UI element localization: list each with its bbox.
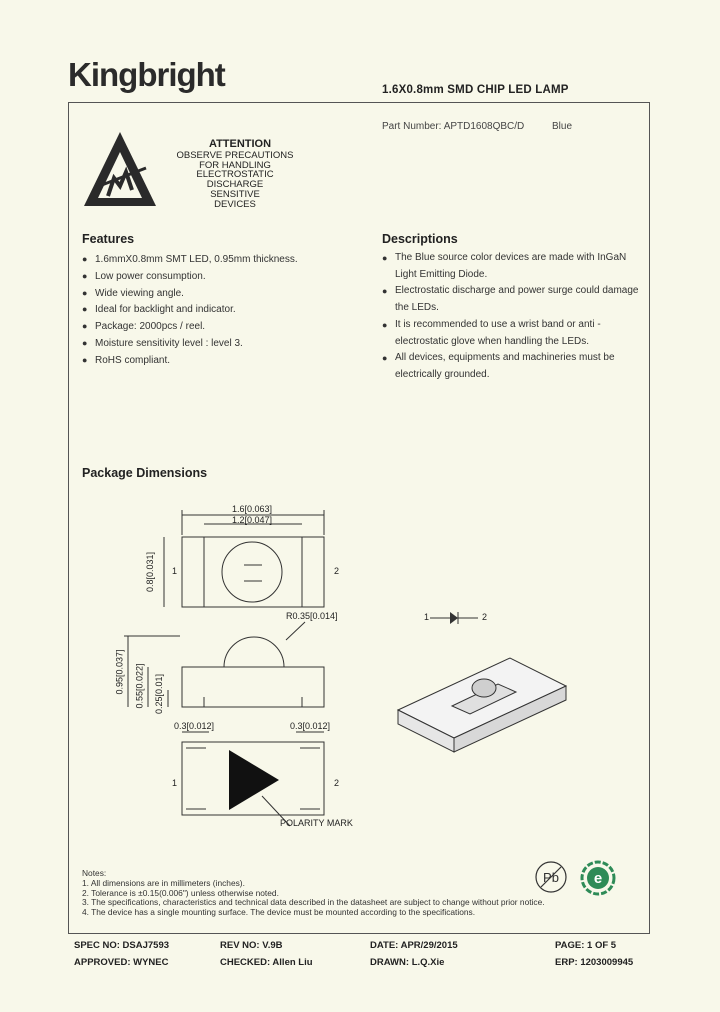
notes-block: Notes: 1. All dimensions are in millimet… — [82, 868, 545, 918]
dim-pad-height: 0.25[0.01] — [154, 673, 165, 715]
list-item: The Blue source color devices are made w… — [382, 250, 642, 283]
lens-outline — [221, 541, 283, 603]
brand-logo: Kingbright — [68, 56, 226, 93]
attention-line: SENSITIVE — [210, 188, 260, 200]
esd-warning-icon — [84, 132, 156, 206]
list-item: Ideal for backlight and indicator. — [82, 303, 352, 320]
note-line: 3. The specifications, characteristics a… — [82, 897, 545, 908]
erp-number: ERP: 1203009945 — [555, 957, 634, 968]
schematic-pin-2: 2 — [482, 612, 488, 622]
list-item: Package: 2000pcs / reel. — [82, 320, 352, 337]
dim-total-height: 0.95[0.037] — [114, 649, 125, 695]
attention-line: DEVICES — [214, 198, 256, 210]
dim-pad-left: 0.3[0.012] — [174, 721, 215, 731]
dim-pad-right: 0.3[0.012] — [290, 721, 331, 731]
top-view-body — [181, 536, 325, 608]
bottom-view-body — [181, 741, 325, 816]
list-item: Wide viewing angle. — [82, 287, 352, 304]
pb-free-text: Pb — [543, 870, 559, 885]
drawn-by: DRAWN: L.Q.Xie — [370, 957, 445, 968]
schematic-pin-1: 1 — [424, 612, 430, 622]
pin-1-label: 1 — [172, 566, 178, 576]
descriptions-list: The Blue source color devices are made w… — [382, 250, 642, 384]
package-heading: Package Dimensions — [82, 466, 208, 480]
document-title: 1.6X0.8mm SMD CHIP LED LAMP — [382, 84, 569, 96]
dim-inner-width: 1.2[0.047] — [232, 515, 273, 525]
list-item: It is recommended to use a wrist band or… — [382, 317, 642, 350]
list-item: RoHS compliant. — [82, 354, 352, 371]
diode-symbol — [450, 612, 458, 624]
descriptions-heading: Descriptions — [382, 232, 458, 246]
note-line: 2. Tolerance is ±0.15(0.006") unless oth… — [82, 887, 279, 898]
dim-overall-width: 1.6[0.063] — [232, 504, 273, 514]
list-item: Low power consumption. — [82, 270, 352, 287]
note-line: 1. All dimensions are in millimeters (in… — [82, 877, 245, 888]
part-color: Blue — [552, 121, 573, 132]
list-item: Moisture sensitivity level : level 3. — [82, 337, 352, 354]
side-view-body — [181, 666, 325, 708]
list-item: Electrostatic discharge and power surge … — [382, 283, 642, 316]
eco-e-text: e — [594, 870, 602, 887]
eco-e-icon: e — [580, 860, 616, 896]
part-number: Part Number: APTD1608QBC/D — [382, 121, 525, 132]
list-item: 1.6mmX0.8mm SMT LED, 0.95mm thickness. — [82, 253, 352, 270]
features-heading: Features — [82, 232, 135, 246]
attention-text: OBSERVE PRECAUTIONS FOR HANDLING ELECTRO… — [160, 151, 310, 209]
checked-by: CHECKED: Allen Liu — [220, 957, 313, 968]
notes-title: Notes: — [82, 868, 107, 878]
polarity-mark-label: POLARITY MARK — [280, 818, 353, 828]
attention-line: ELECTROSTATIC — [196, 169, 274, 181]
polarity-triangle — [229, 750, 279, 810]
dim-side-height: 0.8[0.031] — [145, 551, 156, 593]
approved-by: APPROVED: WYNEC — [74, 957, 169, 968]
attention-line: DISCHARGE — [206, 179, 264, 191]
note-line: 4. The device has a single mounting surf… — [82, 907, 476, 918]
datasheet-frame — [68, 102, 650, 934]
features-list: 1.6mmX0.8mm SMT LED, 0.95mm thickness. L… — [82, 253, 352, 371]
pb-free-icon: Pb — [535, 861, 567, 893]
bottom-pin-1-label: 1 — [172, 778, 178, 788]
attention-title: ATTENTION — [208, 138, 272, 150]
list-item: All devices, equipments and machineries … — [382, 350, 642, 383]
attention-line: FOR HANDLING — [199, 159, 271, 171]
dim-lens-radius: R0.35[0.014] — [286, 611, 338, 621]
issue-date: DATE: APR/29/2015 — [370, 940, 458, 951]
bottom-pin-2-label: 2 — [334, 778, 340, 788]
dim-body-height: 0.55[0.022] — [134, 663, 145, 709]
spec-number: SPEC NO: DSAJ7593 — [74, 940, 170, 951]
page-number: PAGE: 1 OF 5 — [555, 940, 617, 951]
attention-line: OBSERVE PRECAUTIONS — [176, 150, 294, 161]
revision-number: REV NO: V.9B — [220, 940, 283, 951]
pin-2-label: 2 — [334, 566, 340, 576]
